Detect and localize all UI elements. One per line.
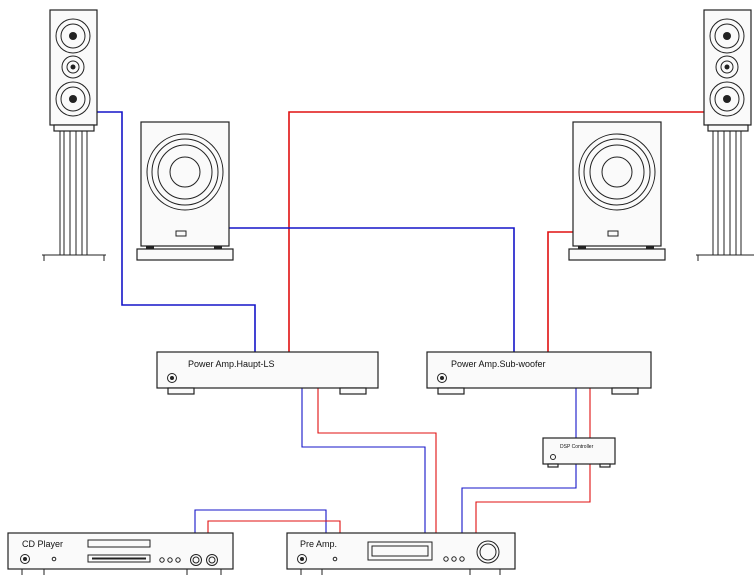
floor-speaker-right bbox=[696, 9, 754, 261]
cable-pre-to-dsp-blue bbox=[461, 464, 577, 533]
subwoofer-right bbox=[568, 121, 666, 261]
subwoofer-icon bbox=[568, 121, 666, 261]
floor-speaker-icon bbox=[696, 9, 754, 261]
cd-player-icon bbox=[7, 532, 234, 575]
power-amp-sub-label: Power Amp.Sub-woofer bbox=[451, 359, 546, 369]
cable-pre-to-main-blue bbox=[301, 388, 426, 533]
pre-amp-icon bbox=[286, 532, 516, 575]
speaker-cables bbox=[97, 111, 704, 352]
cable-cd-to-pre-red bbox=[207, 520, 341, 533]
cd-player: CD Player bbox=[7, 532, 234, 575]
floor-speaker-left bbox=[42, 9, 106, 261]
interconnect-cables bbox=[194, 388, 591, 533]
pre-amp: Pre Amp. bbox=[286, 532, 516, 575]
cable-left-speaker bbox=[97, 111, 256, 352]
cable-right-speaker bbox=[288, 111, 704, 352]
power-amp-main: Power Amp.Haupt-LS bbox=[156, 351, 379, 395]
cable-left-sub bbox=[229, 227, 515, 352]
power-amp-main-label: Power Amp.Haupt-LS bbox=[188, 359, 275, 369]
subwoofer-left bbox=[136, 121, 234, 261]
amplifier-icon bbox=[156, 351, 379, 395]
cd-player-label: CD Player bbox=[22, 539, 63, 549]
power-amp-sub: Power Amp.Sub-woofer bbox=[426, 351, 652, 395]
dsp-controller-label: DSP Controller bbox=[560, 444, 594, 450]
cable-right-sub bbox=[547, 231, 573, 352]
pre-amp-label: Pre Amp. bbox=[300, 539, 337, 549]
dsp-controller-icon bbox=[542, 437, 616, 468]
subwoofer-icon bbox=[136, 121, 234, 261]
cable-pre-to-dsp-red bbox=[475, 464, 591, 533]
cable-pre-to-main-red bbox=[317, 388, 437, 533]
dsp-controller: DSP Controller bbox=[542, 437, 616, 468]
amplifier-icon bbox=[426, 351, 652, 395]
floor-speaker-icon bbox=[42, 9, 106, 261]
